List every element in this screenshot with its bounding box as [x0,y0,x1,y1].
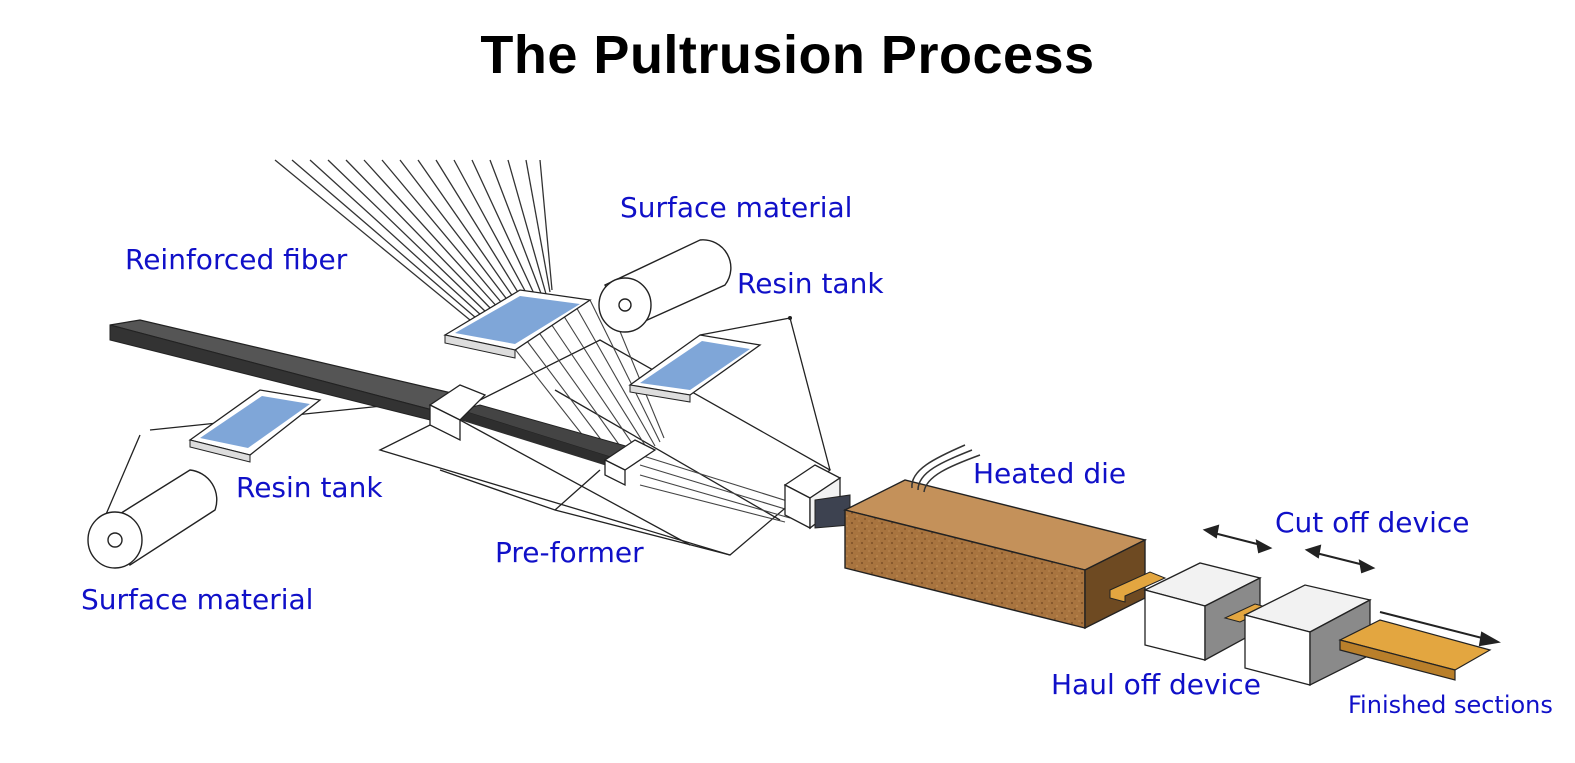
label-haul-off-device: Haul off device [1051,668,1261,701]
machine-base-frame [94,339,832,556]
motion-arrows [1202,524,1501,647]
label-finished-sections: Finished sections [1348,691,1553,719]
finished-section [1338,619,1492,681]
label-surface-material-top: Surface material [620,191,853,224]
heated-die [842,444,1148,630]
profile-section-1 [1109,571,1167,603]
guide-blocks [428,384,657,487]
fiber-band [499,294,801,523]
label-resin-tank-top: Resin tank [737,267,884,300]
surface-material-roll-bottom [87,469,218,569]
resin-tank-fiber [443,289,592,359]
surface-mat-band [109,319,642,470]
label-heated-die: Heated die [973,457,1127,490]
label-reinforced-fiber: Reinforced fiber [125,243,348,276]
resin-tank-right [628,316,831,471]
reinforced-fiber-strands [274,159,553,321]
label-surface-material-bottom: Surface material [81,583,314,616]
label-resin-tank-left: Resin tank [236,471,383,504]
page-title: The Pultrusion Process [480,25,1095,85]
label-pre-former: Pre-former [495,536,644,569]
cut-off-block [1243,584,1372,687]
resin-tank-left [188,389,322,463]
label-cut-off-device: Cut off device [1275,506,1470,539]
surface-material-roll-top [598,239,732,333]
